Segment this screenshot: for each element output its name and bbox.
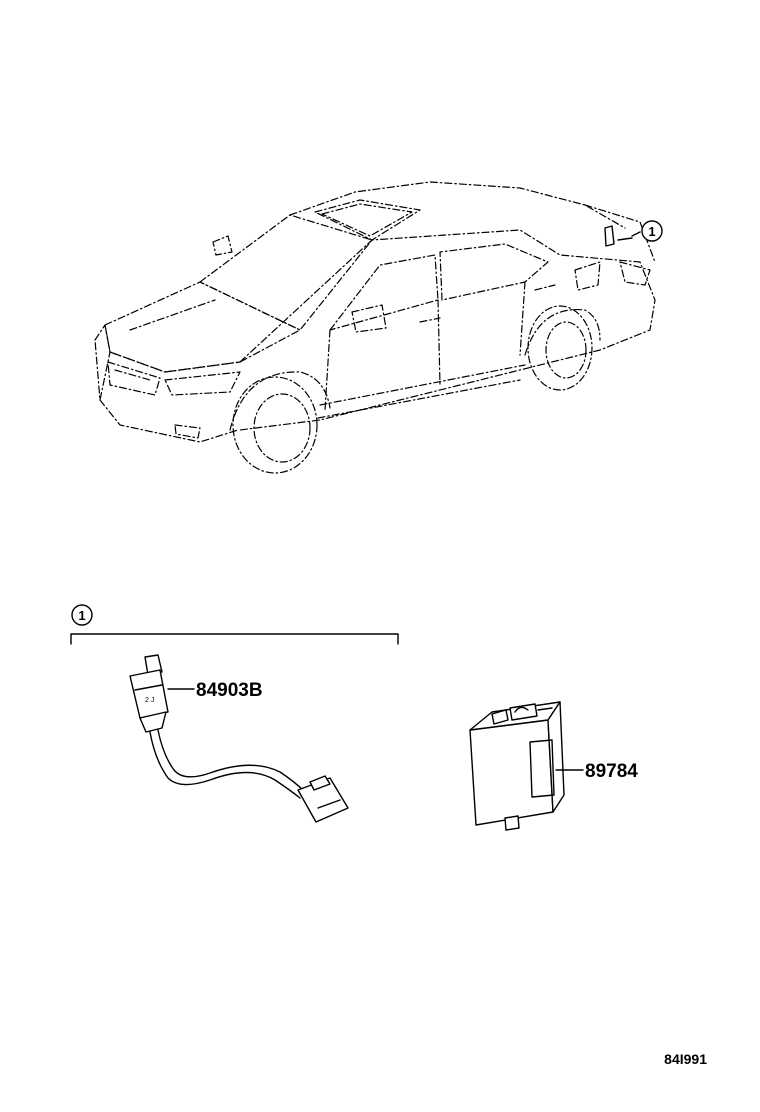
part-number-84903b: 84903B xyxy=(196,680,263,701)
part-wire-harness: 2 J xyxy=(129,654,349,823)
callout-marker: 1 xyxy=(641,220,663,242)
callout-number: 1 xyxy=(648,224,655,239)
part-number-89784: 89784 xyxy=(585,761,638,782)
group-callout-number: 1 xyxy=(78,608,85,623)
group-bracket: 1 xyxy=(70,604,399,645)
diagram-code: 84I991 xyxy=(664,1051,707,1067)
svg-text:2 J: 2 J xyxy=(145,697,154,704)
part-control-module xyxy=(469,701,584,831)
vehicle-illustration xyxy=(94,181,656,474)
